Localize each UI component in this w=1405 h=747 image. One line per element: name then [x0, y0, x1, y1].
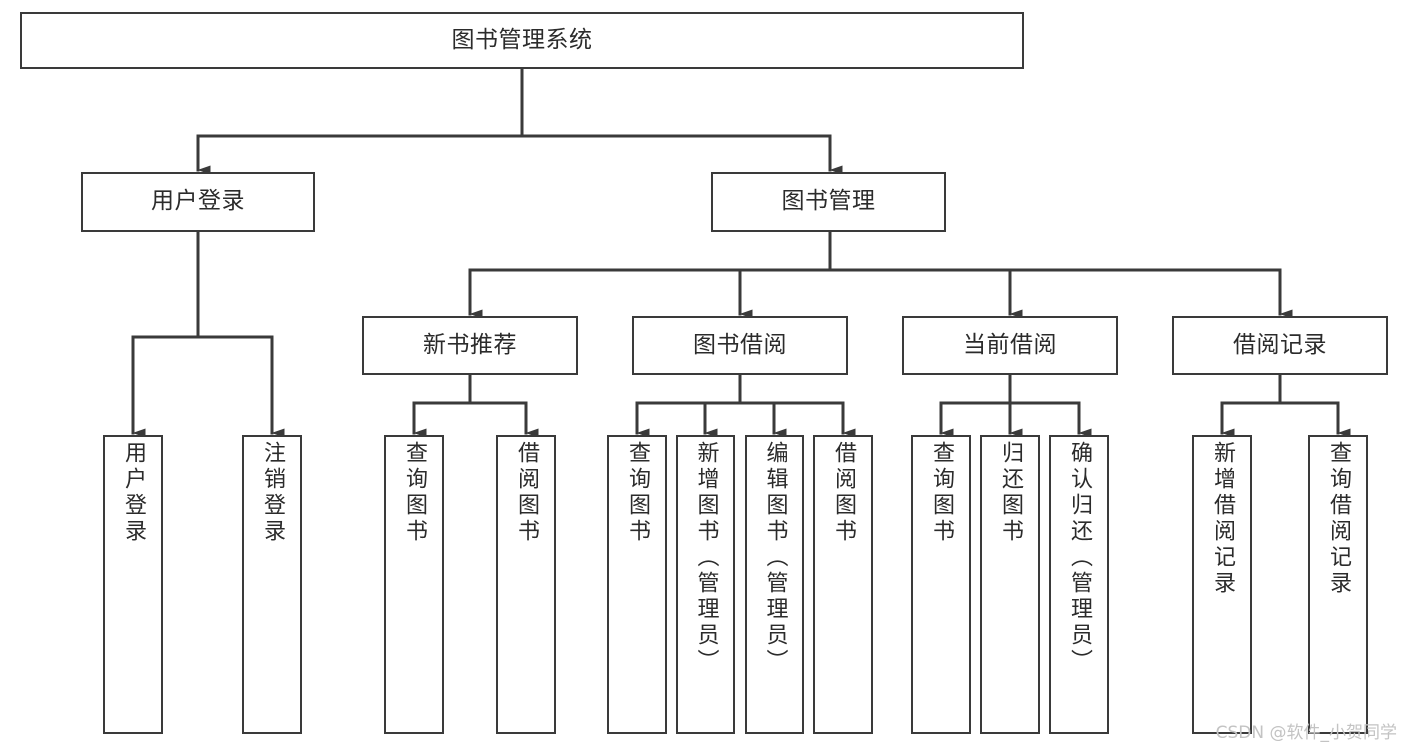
- leaf-new-book-query-book[interactable]: 查询图书: [384, 435, 444, 734]
- node-label: 当前借阅: [963, 331, 1057, 358]
- node-new-book-recommend[interactable]: 新书推荐: [362, 316, 578, 375]
- leaf-current-borrow-confirm-return-admin[interactable]: 确认归还（管理员）: [1049, 435, 1109, 734]
- node-label: 图书管理系统: [451, 26, 593, 53]
- node-label: 查询借阅记录: [1326, 441, 1351, 597]
- leaf-book-borrow-query-book[interactable]: 查询图书: [607, 435, 667, 734]
- leaf-book-borrow-borrow-book[interactable]: 借阅图书: [813, 435, 873, 734]
- node-book-management[interactable]: 图书管理: [711, 172, 946, 232]
- node-label: 编辑图书（管理员）: [762, 441, 788, 675]
- leaf-book-borrow-add-book-admin[interactable]: 新增图书（管理员）: [676, 435, 735, 734]
- node-label: 新增借阅记录: [1210, 441, 1235, 597]
- node-label: 新书推荐: [423, 331, 517, 358]
- leaf-current-borrow-return-book[interactable]: 归还图书: [980, 435, 1040, 734]
- leaf-new-book-borrow-book[interactable]: 借阅图书: [496, 435, 556, 734]
- node-label: 借阅图书: [831, 441, 856, 545]
- node-label: 用户登录: [151, 188, 245, 215]
- node-label: 归还图书: [998, 441, 1023, 545]
- node-label: 图书管理: [781, 188, 876, 215]
- leaf-current-borrow-query-book[interactable]: 查询图书: [911, 435, 971, 734]
- node-borrow-record[interactable]: 借阅记录: [1172, 316, 1388, 375]
- leaf-borrow-record-query-record[interactable]: 查询借阅记录: [1308, 435, 1368, 734]
- node-label: 图书借阅: [693, 331, 787, 358]
- leaf-user-login-logout[interactable]: 注销登录: [242, 435, 302, 734]
- node-label: 借阅图书: [514, 441, 539, 545]
- node-label: 确认归还（管理员）: [1067, 441, 1092, 675]
- node-label: 查询图书: [402, 441, 427, 545]
- leaf-user-login-login[interactable]: 用户登录: [103, 435, 163, 734]
- node-label: 借阅记录: [1233, 331, 1327, 358]
- node-label: 查询图书: [929, 441, 954, 545]
- node-label: 注销登录: [260, 441, 285, 545]
- node-label: 查询图书: [625, 441, 650, 545]
- node-label: 用户登录: [121, 441, 146, 545]
- csdn-watermark: CSDN @软件_小贺同学: [1215, 723, 1397, 743]
- node-label: 新增图书（管理员）: [693, 441, 719, 675]
- leaf-book-borrow-edit-book-admin[interactable]: 编辑图书（管理员）: [745, 435, 804, 734]
- node-book-borrow[interactable]: 图书借阅: [632, 316, 848, 375]
- node-root-book-management-system[interactable]: 图书管理系统: [20, 12, 1024, 69]
- node-user-login[interactable]: 用户登录: [81, 172, 315, 232]
- node-current-borrow[interactable]: 当前借阅: [902, 316, 1118, 375]
- leaf-borrow-record-add-record[interactable]: 新增借阅记录: [1192, 435, 1252, 734]
